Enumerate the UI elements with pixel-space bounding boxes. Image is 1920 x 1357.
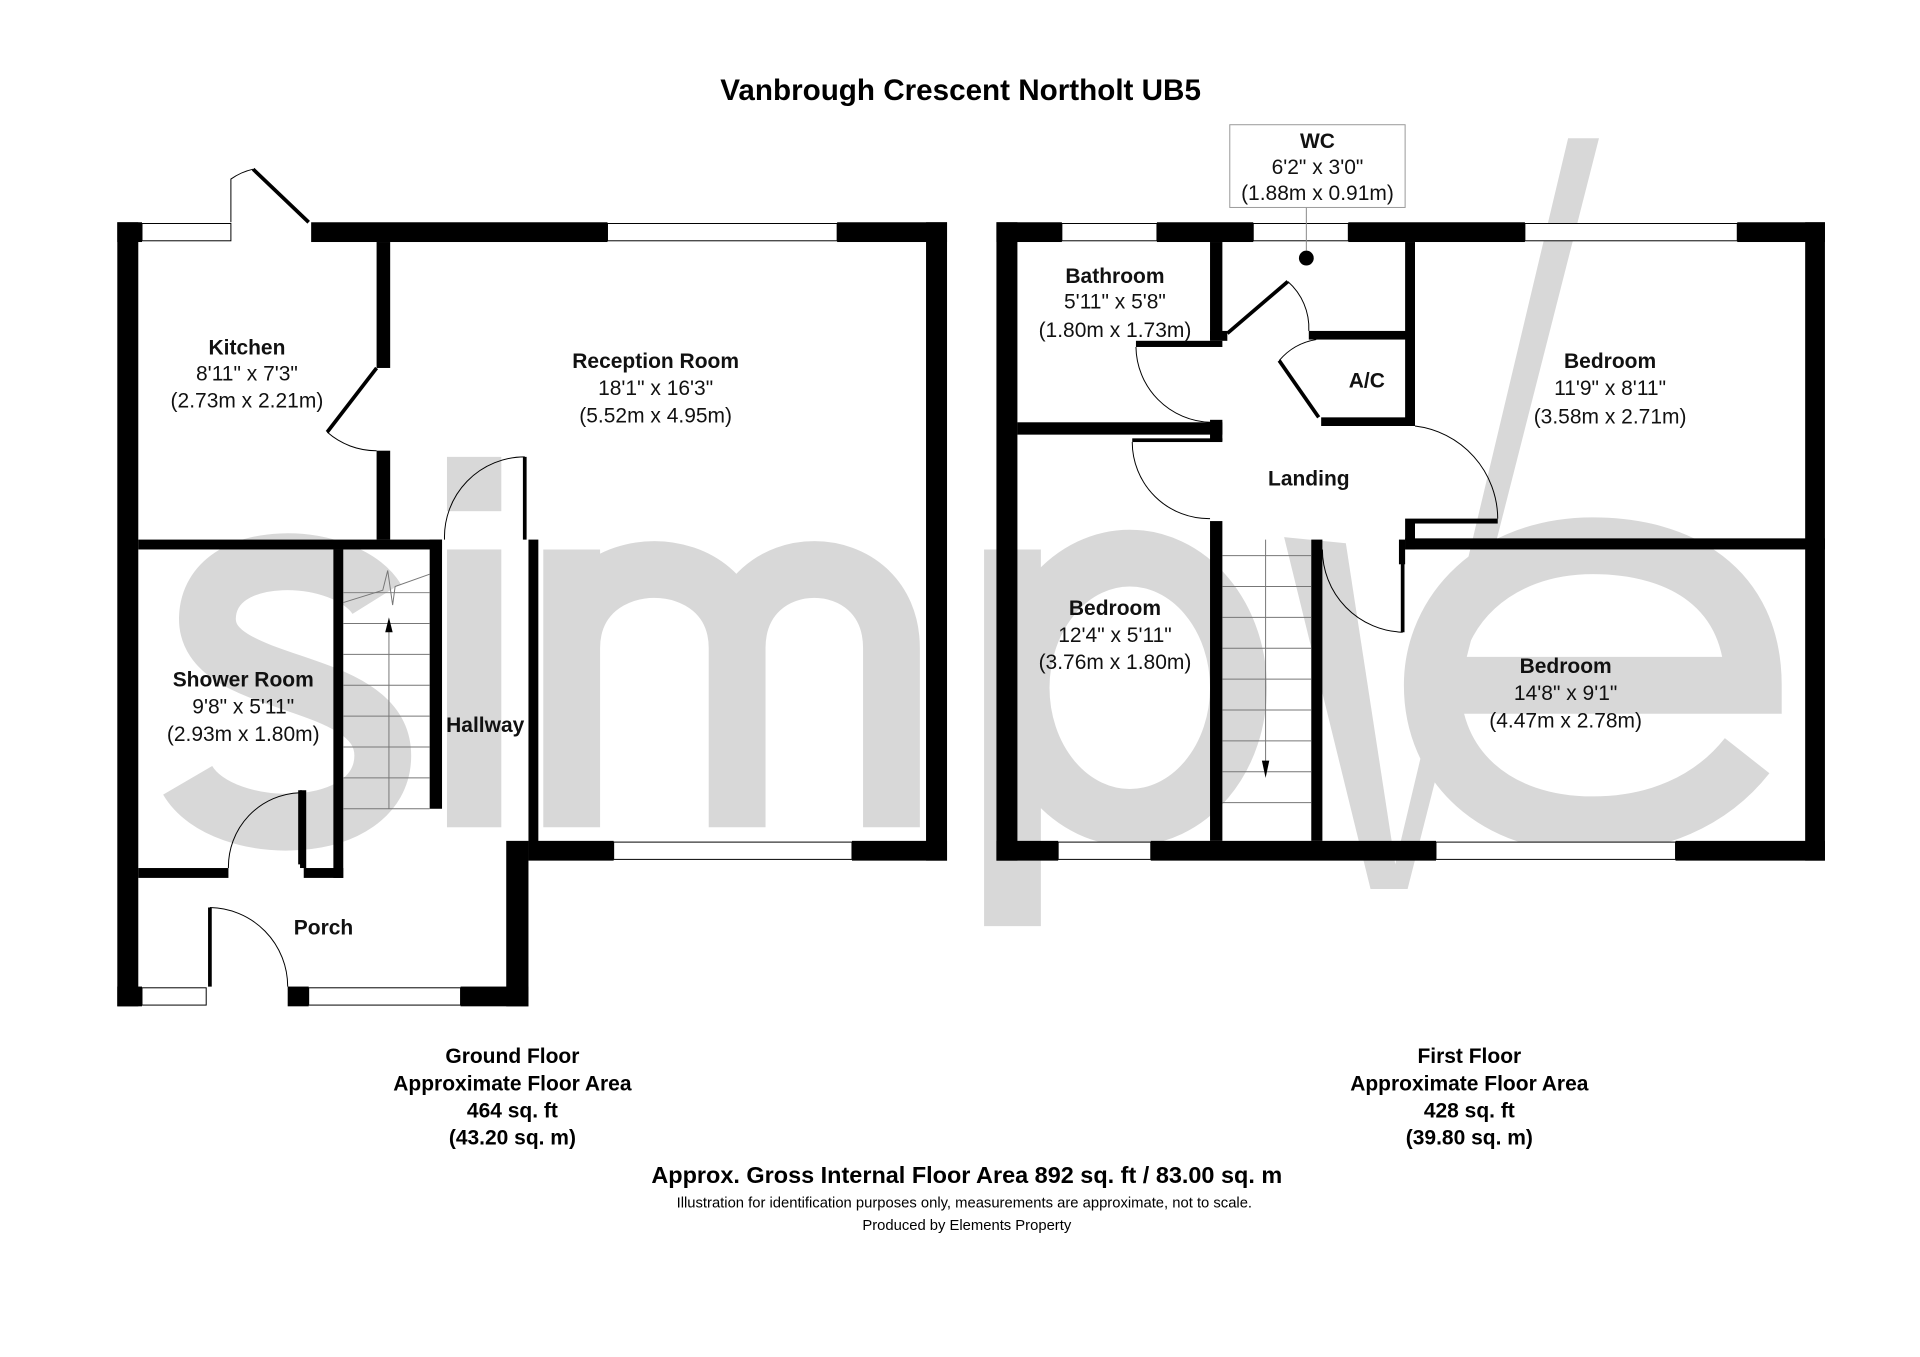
svg-text:Kitchen: Kitchen — [208, 336, 285, 359]
room-hallway: Hallway — [446, 714, 524, 737]
svg-text:Reception Room: Reception Room — [572, 350, 739, 373]
room-bathroom: Bathroom 5'11" x 5'8" (1.80m x 1.73m) — [1039, 265, 1192, 342]
gross-area: Approx. Gross Internal Floor Area 892 sq… — [651, 1162, 1282, 1188]
disclaimer: Illustration for identification purposes… — [677, 1196, 1252, 1212]
svg-text:(4.47m x 2.78m): (4.47m x 2.78m) — [1489, 709, 1642, 732]
svg-text:Shower Room: Shower Room — [173, 669, 314, 692]
svg-text:464 sq. ft: 464 sq. ft — [467, 1099, 558, 1122]
svg-text:(2.93m x 1.80m): (2.93m x 1.80m) — [167, 723, 320, 746]
ground-stairs — [343, 570, 430, 810]
svg-text:(39.80 sq. m): (39.80 sq. m) — [1406, 1127, 1533, 1150]
room-shower: Shower Room 9'8" x 5'11" (2.93m x 1.80m) — [167, 669, 320, 746]
svg-text:5'11" x 5'8": 5'11" x 5'8" — [1064, 291, 1166, 314]
room-bedroom-3: Bedroom 14'8" x 9'1" (4.47m x 2.78m) — [1489, 655, 1642, 732]
produced-by: Produced by Elements Property — [862, 1218, 1072, 1234]
ground-floor-area: Ground Floor Approximate Floor Area 464 … — [393, 1045, 632, 1149]
room-kitchen: Kitchen 8'11" x 7'3" (2.73m x 2.21m) — [171, 336, 324, 412]
svg-text:Ground Floor: Ground Floor — [445, 1045, 579, 1068]
svg-text:(1.88m x 0.91m): (1.88m x 0.91m) — [1241, 182, 1394, 205]
ground-floor-plan — [117, 167, 948, 1007]
room-bedroom-2: Bedroom 12'4" x 5'11" (3.76m x 1.80m) — [1039, 597, 1192, 674]
svg-text:9'8" x 5'11": 9'8" x 5'11" — [192, 696, 294, 719]
svg-text:12'4" x 5'11": 12'4" x 5'11" — [1058, 624, 1172, 647]
plan-title: Vanbrough Crescent Northolt UB5 — [720, 74, 1201, 107]
svg-text:6'2" x 3'0": 6'2" x 3'0" — [1272, 156, 1364, 179]
svg-text:14'8" x 9'1": 14'8" x 9'1" — [1514, 682, 1617, 705]
svg-text:(43.20 sq. m): (43.20 sq. m) — [449, 1127, 576, 1150]
room-reception: Reception Room 18'1" x 16'3" (5.52m x 4.… — [572, 350, 739, 427]
room-porch: Porch — [294, 917, 353, 940]
svg-text:Approximate Floor Area: Approximate Floor Area — [393, 1072, 632, 1095]
room-bedroom-1: Bedroom 11'9" x 8'11" (3.58m x 2.71m) — [1534, 350, 1687, 429]
svg-text:428 sq. ft: 428 sq. ft — [1424, 1099, 1515, 1122]
svg-text:WC: WC — [1300, 130, 1335, 153]
first-floor-area: First Floor Approximate Floor Area 428 s… — [1350, 1045, 1589, 1149]
svg-text:Bedroom: Bedroom — [1069, 597, 1161, 620]
first-stairs — [1222, 539, 1312, 804]
svg-text:(3.58m x 2.71m): (3.58m x 2.71m) — [1534, 406, 1687, 429]
watermark-logo — [163, 138, 1782, 927]
svg-text:(5.52m x 4.95m): (5.52m x 4.95m) — [579, 404, 732, 427]
room-landing: Landing — [1268, 467, 1350, 490]
svg-text:Bedroom: Bedroom — [1564, 350, 1656, 373]
svg-text:(3.76m x 1.80m): (3.76m x 1.80m) — [1039, 651, 1192, 674]
svg-text:Bathroom: Bathroom — [1065, 265, 1164, 288]
first-floor-plan — [996, 207, 1825, 861]
svg-text:11'9" x 8'11": 11'9" x 8'11" — [1554, 377, 1666, 400]
room-ac: A/C — [1349, 370, 1385, 393]
svg-text:Approximate Floor Area: Approximate Floor Area — [1350, 1072, 1589, 1095]
svg-text:8'11" x 7'3": 8'11" x 7'3" — [196, 362, 298, 385]
svg-text:Bedroom: Bedroom — [1520, 655, 1612, 678]
room-wc: WC 6'2" x 3'0" (1.88m x 0.91m) — [1229, 124, 1406, 208]
svg-text:18'1" x 16'3": 18'1" x 16'3" — [598, 377, 713, 400]
svg-text:(1.80m x 1.73m): (1.80m x 1.73m) — [1039, 319, 1192, 342]
svg-text:First Floor: First Floor — [1417, 1045, 1521, 1068]
svg-text:(2.73m x 2.21m): (2.73m x 2.21m) — [171, 389, 324, 412]
